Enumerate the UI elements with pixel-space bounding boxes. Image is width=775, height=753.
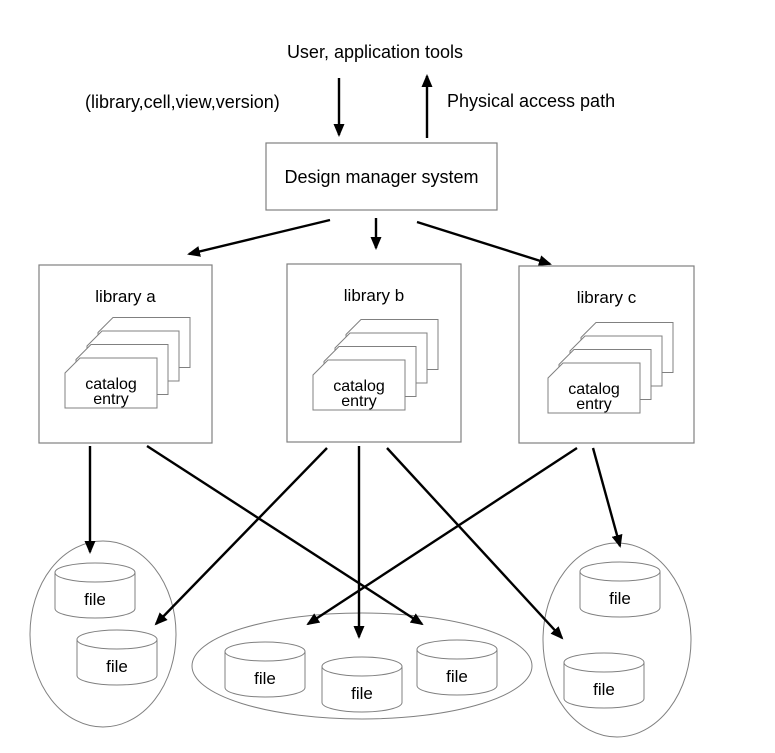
catalog-entry-label-line1: catalog — [85, 376, 137, 393]
library-b-title: library b — [344, 286, 404, 305]
physical-access-path-label: Physical access path — [447, 91, 615, 111]
right-file-group: file file — [563, 561, 661, 709]
left-file-group: file file — [54, 562, 158, 686]
library-a: library a catalog entry — [38, 264, 213, 444]
cylinder-top — [224, 641, 306, 662]
file-cylinder: file — [76, 629, 158, 686]
catalog-entry-label-line2: entry — [341, 393, 377, 410]
library-a-title: library a — [95, 287, 156, 306]
cylinder-top — [76, 629, 158, 650]
file-label: file — [254, 669, 276, 688]
file-cylinder: file — [579, 561, 661, 618]
cylinder-body — [416, 649, 498, 696]
cylinder-body — [224, 651, 306, 698]
top-labels: User, application tools (library,cell,vi… — [85, 42, 615, 112]
design-manager-system: Design manager system — [265, 142, 498, 211]
catalog-entry-label-line2: entry — [93, 391, 129, 408]
arrow-dms-to-library-a — [187, 218, 331, 257]
library-c: library c catalog entry — [518, 265, 695, 444]
cylinder-top — [54, 562, 136, 583]
cylinder-body — [54, 572, 136, 619]
arrow-library-c-to-middle-group — [306, 446, 578, 626]
file-label: file — [446, 667, 468, 686]
arrow-library-b-to-left-group — [154, 447, 328, 626]
left-file-group-ellipse — [29, 540, 177, 728]
catalog-entry-label-line1: catalog — [333, 378, 385, 395]
file-label: file — [84, 590, 106, 609]
file-label: file — [593, 680, 615, 699]
catalog-entry-label-line1: catalog — [568, 381, 620, 398]
file-cylinder: file — [224, 641, 306, 698]
file-cylinder: file — [563, 652, 645, 709]
middle-file-group: file file file — [224, 639, 498, 713]
arrow-library-b-to-right-group — [386, 447, 564, 640]
library-cell-view-version-label: (library,cell,view,version) — [85, 92, 280, 112]
catalog-card-front — [312, 359, 406, 411]
file-label: file — [351, 684, 373, 703]
design-manager-label: Design manager system — [284, 167, 478, 187]
arrow-library-a-to-middle-group — [146, 444, 424, 626]
catalog-card-front — [547, 362, 641, 414]
library-c-card-stack — [547, 322, 674, 414]
design-manager-box — [265, 142, 498, 211]
file-cylinder: file — [54, 562, 136, 619]
library-b-card-stack — [312, 319, 439, 411]
arrows — [84, 74, 623, 640]
middle-file-group-ellipse — [191, 612, 533, 720]
cylinder-body — [579, 571, 661, 618]
library-b: library b catalog entry — [286, 263, 462, 443]
library-a-card-stack — [64, 317, 191, 409]
library-c-title: library c — [577, 288, 637, 307]
cylinder-body — [321, 666, 403, 713]
cylinder-body — [563, 662, 645, 709]
user-application-tools-label: User, application tools — [287, 42, 463, 62]
file-label: file — [609, 589, 631, 608]
catalog-entry-label-line2: entry — [576, 396, 612, 413]
cylinder-body — [76, 639, 158, 686]
cylinder-top — [563, 652, 645, 673]
catalog-card-front — [64, 357, 158, 409]
cylinder-top — [416, 639, 498, 660]
cylinder-top — [321, 656, 403, 677]
arrow-library-c-to-right-group — [591, 447, 623, 548]
file-cylinder: file — [321, 656, 403, 713]
file-label: file — [106, 657, 128, 676]
file-cylinder: file — [416, 639, 498, 696]
cylinder-top — [579, 561, 661, 582]
arrow-dms-to-library-c — [416, 220, 552, 266]
